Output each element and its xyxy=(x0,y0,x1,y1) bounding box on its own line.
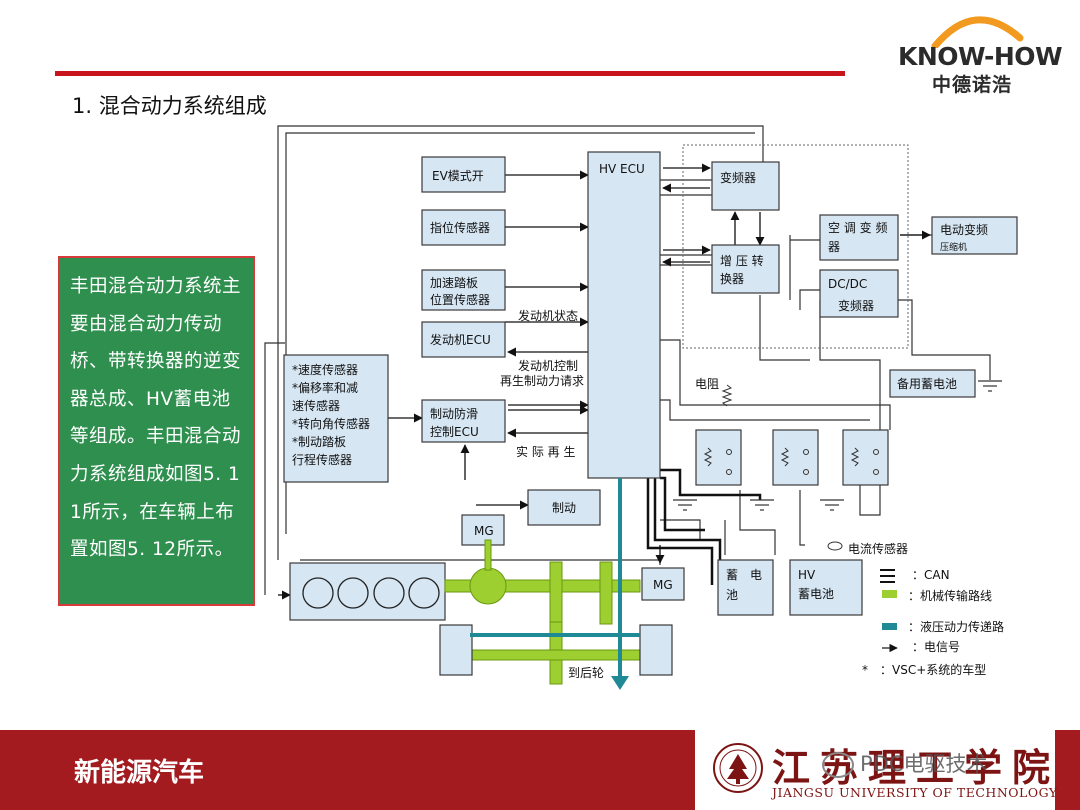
sensors-label-3: 速传感器 xyxy=(292,398,340,413)
legend-markers xyxy=(880,569,898,653)
slide-title: 1. 混合动力系统组成 xyxy=(72,94,267,118)
footer-university-panel xyxy=(695,722,1055,810)
wheels xyxy=(439,624,673,676)
ev-switch-box xyxy=(421,156,506,193)
legend: ：CAN ：机械传输路线 ：液压动力传递路 ：电信号 * ：VSC+系统的车型 xyxy=(862,568,1004,677)
box-labels: EV模式开 指位传感器 加速踏板 位置传感器 发动机ECU HV ECU 变频器… xyxy=(292,162,988,602)
ground-icons xyxy=(673,380,1002,511)
hybrid-system-diagram: EV模式开 指位传感器 加速踏板 位置传感器 发动机ECU HV ECU 变频器… xyxy=(264,125,1018,690)
accel-sensor-label-2: 位置传感器 xyxy=(430,292,490,307)
sensors-label-4: *转向角传感器 xyxy=(292,416,370,431)
electric-inverter-box xyxy=(931,216,1018,255)
logo-arc-icon xyxy=(931,16,1024,48)
shift-sensor-box xyxy=(421,209,506,246)
resistor-icon xyxy=(721,384,733,407)
hydraulic-path xyxy=(470,478,640,690)
inverter-box xyxy=(711,161,780,211)
electric-inverter-label-1: 电动变频 xyxy=(940,222,988,237)
wechat-icon xyxy=(822,752,854,778)
ac-inverter-box xyxy=(819,214,899,261)
mg2-box xyxy=(641,567,685,601)
footer-title: 新能源汽车 xyxy=(74,758,205,788)
description-text: 丰田混合动力系统主要由混合动力传动桥、带转换器的逆变器总成、HV蓄电池等组成。丰… xyxy=(70,276,242,561)
sensors-label-2: *偏移率和减 xyxy=(292,380,358,395)
university-name: 江苏理工学院 xyxy=(772,745,1061,790)
legend-vsc: * ：VSC+系统的车型 xyxy=(862,662,986,677)
regen-request-label: 再生制动力请求 xyxy=(500,374,584,388)
ac-inverter-label-1: 空 调 变 频 xyxy=(828,220,887,235)
battery-label-1: 蓄 电 xyxy=(726,568,762,582)
mechanical-path xyxy=(444,539,644,685)
relay-1-box xyxy=(695,429,742,486)
dcdc-label-1: DC/DC xyxy=(828,277,867,291)
hv-battery-box xyxy=(789,559,863,616)
engine-state-label: 发动机状态 xyxy=(518,308,578,323)
relay-2-box xyxy=(772,429,819,486)
accel-sensor-label-1: 加速踏板 xyxy=(430,276,478,290)
accel-sensor-box xyxy=(421,269,506,311)
dcdc-label-2: 变频器 xyxy=(838,298,874,313)
mg1-box xyxy=(461,514,505,546)
boost-label-1: 增 压 转 xyxy=(720,253,764,268)
brake-box xyxy=(527,489,601,526)
sensors-label-6: 行程传感器 xyxy=(292,452,352,467)
resistor-label: 电阻 xyxy=(695,377,719,391)
current-sensor-label: 电流传感器 xyxy=(848,541,908,556)
logo-name: KNOW-HOW xyxy=(898,42,1063,71)
can-bus-lines xyxy=(646,468,762,585)
hv-battery-label-2: 蓄电池 xyxy=(798,587,834,601)
boost-converter-box xyxy=(711,244,780,294)
hv-ecu-label: HV ECU xyxy=(599,162,645,176)
aux-battery-label: 备用蓄电池 xyxy=(897,377,957,391)
to-rear-label: 到后轮 xyxy=(568,666,604,680)
sensors-label-5: *制动踏板 xyxy=(292,435,346,449)
signal-wires xyxy=(264,125,991,595)
brake-ecu-label-2: 控制ECU xyxy=(430,425,479,439)
sensors-label-1: *速度传感器 xyxy=(292,362,358,377)
relay-internals xyxy=(703,447,879,475)
electric-inverter-label-2: 压缩机 xyxy=(940,241,967,253)
relay-3-box xyxy=(842,429,889,486)
engine-ecu-box xyxy=(421,321,506,358)
engine-control-label: 发动机控制 xyxy=(518,358,578,373)
legend-can: ：CAN xyxy=(912,568,950,582)
hv-ecu-box xyxy=(587,151,661,479)
brake-ecu-label-1: 制动防滑 xyxy=(430,406,478,421)
inverter-assembly-outline xyxy=(682,144,909,349)
ac-inverter-label-2: 器 xyxy=(828,240,840,254)
battery-box xyxy=(717,559,774,616)
sensors-box xyxy=(283,354,389,483)
current-sensor-icon xyxy=(827,541,843,551)
legend-mech: ：机械传输路线 xyxy=(908,588,992,603)
dcdc-box xyxy=(819,269,899,318)
legend-hydraulic: ：液压动力传递路 xyxy=(908,619,1004,634)
signal-arrows xyxy=(278,163,931,600)
brake-label: 制动 xyxy=(552,501,576,515)
battery-label-2: 池 xyxy=(726,588,738,602)
header-divider xyxy=(55,71,845,76)
description-box: 丰田混合动力系统主要由混合动力传动桥、带转换器的逆变器总成、HV蓄电池等组成。丰… xyxy=(58,256,255,606)
brake-ecu-box xyxy=(421,399,506,443)
university-name-en: JIANGSU UNIVERSITY OF TECHNOLOGY xyxy=(772,785,1058,800)
mg2-label: MG xyxy=(653,578,673,592)
actual-regen-label: 实 际 再 生 xyxy=(516,444,575,459)
engine-cylinders xyxy=(302,577,440,609)
hv-battery-label-1: HV xyxy=(798,568,816,582)
shift-sensor-label: 指位传感器 xyxy=(430,220,490,235)
flow-labels: 发动机状态 发动机控制 再生制动力请求 实 际 再 生 电阻 电流传感器 到后轮 xyxy=(500,308,908,680)
watermark-text: PDC电驱技术 xyxy=(860,752,988,776)
engine-ecu-label: 发动机ECU xyxy=(430,332,491,347)
logo-subtitle: 中德诺浩 xyxy=(932,74,1013,96)
university-seal-icon xyxy=(713,743,763,793)
legend-signal: ：电信号 xyxy=(912,640,960,654)
ev-switch-label: EV模式开 xyxy=(432,169,484,183)
aux-battery-box xyxy=(889,369,976,398)
boost-label-2: 换器 xyxy=(720,272,744,286)
mg1-label: MG xyxy=(474,524,494,538)
inverter-label: 变频器 xyxy=(720,170,756,185)
